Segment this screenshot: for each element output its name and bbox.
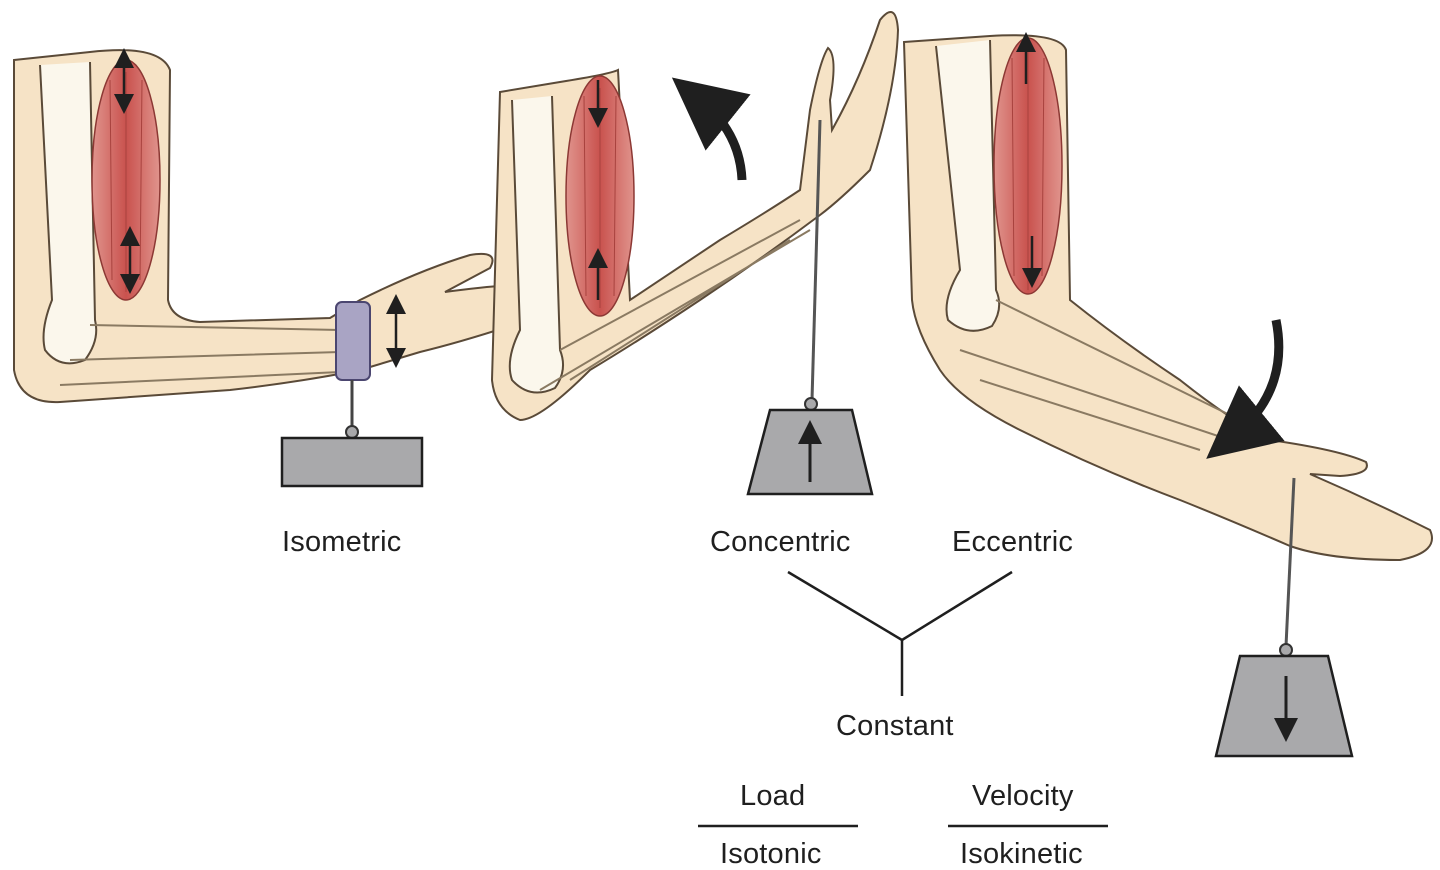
eccentric-forearm-bones: [959, 299, 1241, 451]
isometric-wrist-strap: [335, 301, 371, 381]
concentric-arm: [490, 11, 900, 496]
concentric-humerus: [508, 95, 565, 394]
eccentric-humerus: [935, 39, 1001, 332]
concentric-forearm-bones: [539, 219, 811, 391]
isometric-weight: [280, 436, 424, 488]
label-concentric: Concentric: [710, 526, 851, 558]
isometric-forearm-bones: [59, 324, 341, 386]
label-constant: Constant: [836, 710, 954, 742]
label-isotonic: Isotonic: [720, 838, 822, 870]
label-load: Load: [740, 780, 806, 812]
label-eccentric: Eccentric: [952, 526, 1074, 558]
concentric-curved-arrow: [671, 77, 751, 181]
eccentric-arm: [902, 32, 1433, 758]
label-isokinetic: Isokinetic: [960, 838, 1083, 870]
eccentric-curved-arrow: [1206, 319, 1285, 459]
classification-lines: [698, 570, 1108, 828]
isometric-arm: [13, 48, 564, 488]
isometric-humerus: [39, 61, 98, 365]
label-isometric: Isometric: [282, 526, 402, 558]
label-velocity: Velocity: [972, 780, 1074, 812]
eccentric-weight: [1214, 654, 1354, 758]
